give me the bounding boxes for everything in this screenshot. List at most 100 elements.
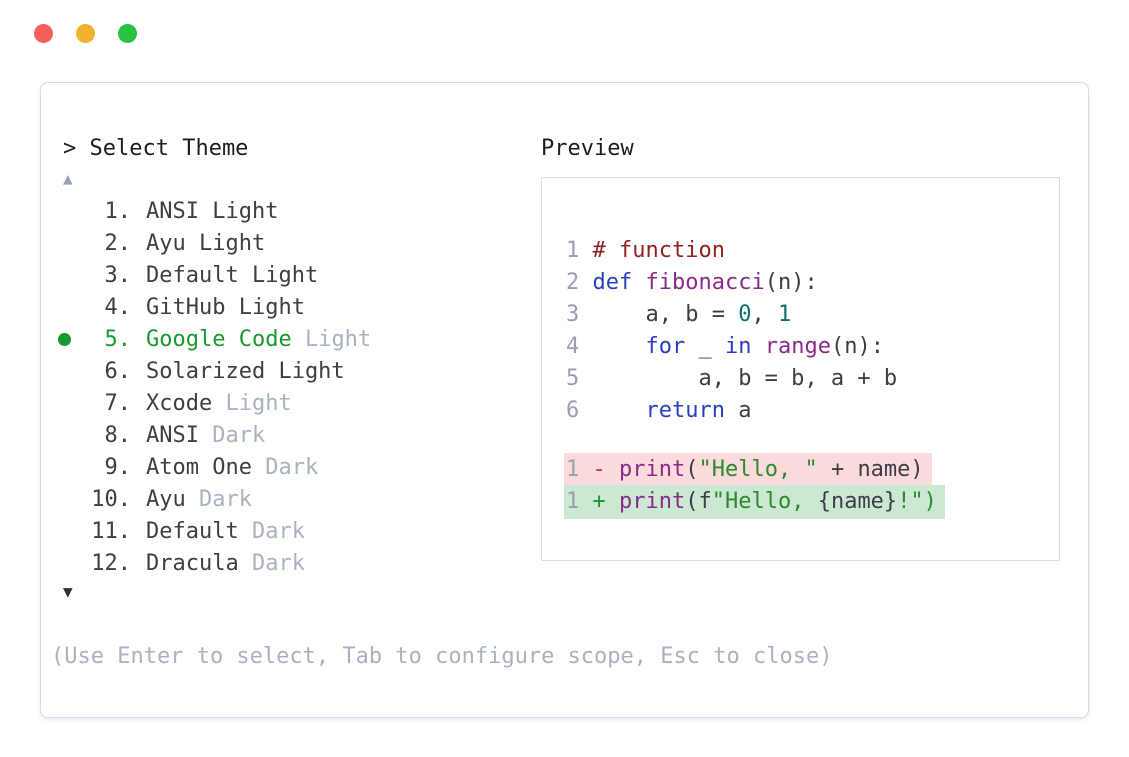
code-line: 1 # function (566, 235, 945, 267)
item-label-variant: Dark (238, 518, 305, 544)
line-number: 5 (566, 366, 580, 391)
scroll-up-icon[interactable]: ▲ (63, 169, 73, 188)
item-label: Google Code Light (146, 327, 371, 352)
code-token: !") (897, 489, 937, 514)
line-number: 1 (566, 238, 580, 263)
item-label: ANSI Light (146, 199, 278, 224)
theme-list-item[interactable]: 7. Xcode Light (41, 387, 521, 419)
line-number: 1 (566, 489, 580, 514)
code-token: "Hello, (711, 489, 818, 514)
theme-list-item[interactable]: 8. ANSI Dark (41, 419, 521, 451)
item-label-main: Ayu Light (146, 230, 266, 256)
minimize-button-icon[interactable] (76, 24, 95, 43)
theme-selector-panel: > Select Theme Preview ▲ 1. ANSI Light 2. A… (40, 82, 1089, 718)
item-label-variant: Dark (238, 550, 305, 576)
item-number: 5. (104, 326, 132, 352)
theme-list-item[interactable]: 11. Default Dark (41, 515, 521, 547)
theme-list-item[interactable]: 3. Default Light (41, 259, 521, 291)
code-token (593, 398, 646, 423)
code-line: 4 for _ in range(n): (566, 331, 945, 363)
item-label-main: Google Code (146, 326, 292, 352)
code-token: fibonacci (645, 270, 765, 295)
code-token: ( (685, 457, 699, 482)
code-token (751, 334, 764, 359)
selected-theme-bullet-icon (58, 332, 71, 346)
blank-line (566, 427, 945, 453)
item-label: Dracula Dark (146, 551, 305, 576)
item-label-main: Xcode (146, 390, 213, 416)
item-label: Ayu Light (146, 231, 265, 256)
code-line: 3 a, b = 0, 1 (566, 299, 945, 331)
theme-list-item[interactable]: 5. Google Code Light (41, 323, 521, 355)
item-label-main: Atom One (146, 454, 252, 480)
theme-list-item[interactable]: 1. ANSI Light (41, 195, 521, 227)
code-token: # function (592, 238, 725, 263)
item-label-main: Default (146, 518, 239, 544)
theme-list-item[interactable]: 10. Ayu Dark (41, 483, 521, 515)
line-number: 2 (566, 270, 580, 295)
item-number: 10. (91, 486, 131, 512)
item-label-variant: Dark (185, 486, 252, 512)
theme-list-item[interactable]: 2. Ayu Light (41, 227, 521, 259)
code-token: "Hello, " (698, 457, 818, 482)
item-label-variant: Light (291, 326, 372, 352)
item-label-main: Ayu (146, 486, 186, 512)
item-number: 4. (104, 294, 132, 320)
code-token: {name} (817, 489, 898, 514)
line-number: 1 (566, 457, 580, 482)
item-label-variant: Dark (251, 454, 319, 480)
code-token: (f (685, 489, 712, 514)
select-theme-prompt: > Select Theme (63, 136, 249, 161)
selected-bullet-slot (41, 332, 81, 346)
help-text: (Use Enter to select, Tab to configure s… (51, 644, 833, 669)
theme-list: 1. ANSI Light 2. Ayu Light 3. Default Light 4.… (41, 195, 521, 579)
code-token: print (619, 457, 686, 482)
close-button-icon[interactable] (34, 24, 53, 43)
item-label-main: Dracula (146, 550, 239, 576)
item-number: 7. (104, 390, 132, 416)
item-label: Xcode Light (146, 391, 292, 416)
code-token: 0 (738, 302, 752, 327)
theme-list-item[interactable]: 6. Solarized Light (41, 355, 521, 387)
theme-list-item[interactable]: 4. GitHub Light (41, 291, 521, 323)
code-token: a, b = b, a + b (592, 366, 898, 391)
code-token: range (764, 334, 831, 359)
code-token: print (619, 489, 686, 514)
code-token: + (592, 489, 619, 514)
code-token: a (724, 398, 752, 423)
item-label: GitHub Light (146, 295, 305, 320)
code-token: , (751, 302, 778, 327)
item-number: 3. (104, 262, 132, 288)
item-number: 11. (91, 518, 131, 544)
preview-title: Preview (541, 136, 634, 161)
item-number: 12. (91, 550, 131, 576)
scroll-down-icon[interactable]: ▼ (63, 582, 73, 601)
code-token: 1 (777, 302, 792, 327)
code-token: (n): (764, 270, 818, 295)
item-label-main: Default Light (146, 262, 319, 288)
item-number: 2. (104, 230, 132, 256)
item-label: Atom One Dark (146, 455, 318, 480)
zoom-button-icon[interactable] (118, 24, 137, 43)
code-line: 5 a, b = b, a + b (566, 363, 945, 395)
code-line: 2 def fibonacci(n): (566, 267, 945, 299)
theme-list-item[interactable]: 12. Dracula Dark (41, 547, 521, 579)
code-token: _ (685, 334, 725, 359)
item-label: Default Dark (146, 519, 305, 544)
item-label-main: ANSI Light (146, 198, 279, 224)
code-token: def (592, 270, 633, 295)
item-number: 8. (104, 422, 132, 448)
item-label: ANSI Dark (146, 423, 265, 448)
item-label: Default Light (146, 263, 318, 288)
code-token: - (592, 457, 619, 482)
code-token: in (724, 334, 752, 359)
theme-list-item[interactable]: 9. Atom One Dark (41, 451, 521, 483)
item-number: 9. (104, 454, 132, 480)
line-number: 3 (566, 302, 580, 327)
item-label-main: Solarized Light (146, 358, 345, 384)
code-token: for (645, 334, 686, 359)
item-number: 6. (104, 358, 132, 384)
item-number: 1. (104, 198, 132, 224)
